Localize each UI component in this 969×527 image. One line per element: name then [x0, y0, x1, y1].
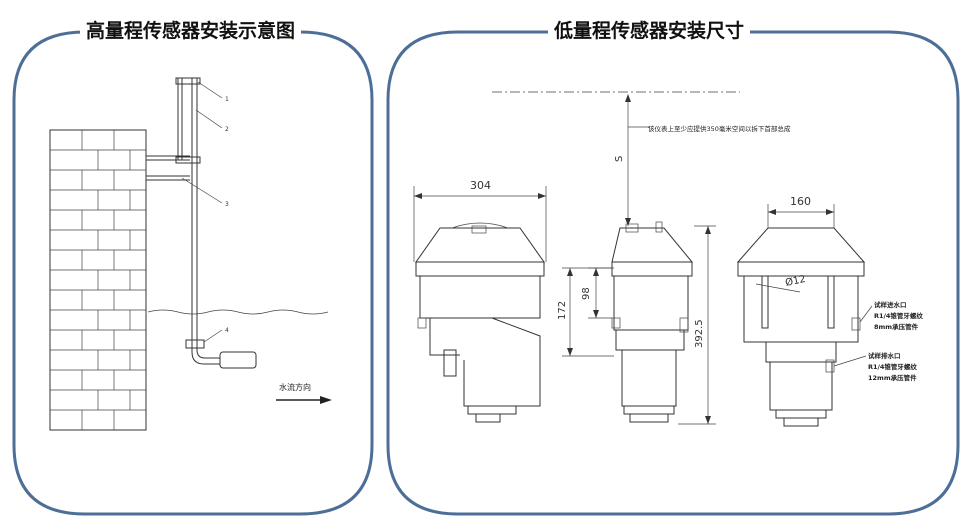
inlet-label-line1: 试样进水口 [874, 300, 907, 309]
dimension-160 [767, 204, 835, 228]
outlet-leader [833, 355, 867, 367]
dimension-160-label: 160 [790, 195, 811, 208]
wall-bracket-lower [146, 175, 190, 181]
callout-1: 1 [225, 96, 229, 103]
dimension-172 [562, 267, 614, 357]
dimension-392-5 [678, 225, 716, 425]
inlet-label-line2: R1/4锥管牙螺纹 [874, 311, 923, 320]
dimension-98 [588, 267, 612, 319]
dimension-304-label: 304 [470, 179, 491, 192]
right-panel-title: 低量程传感器安装尺寸 [548, 16, 751, 46]
callout-leaders [181, 81, 223, 343]
flow-direction-label: 水流方向 [279, 382, 311, 392]
dimension-98-label: 98 [581, 287, 592, 300]
right-panel-frame [386, 30, 960, 516]
brick-wall [49, 129, 147, 431]
clearance-dimension [625, 94, 650, 226]
inlet-label-line3: 8mm承压管件 [874, 322, 919, 331]
support-pipe [175, 77, 201, 342]
left-panel-title: 高量程传感器安装示意图 [80, 16, 302, 46]
callout-2: 2 [225, 126, 229, 133]
analyzer-side-view [611, 221, 694, 423]
wall-bracket-upper [146, 155, 190, 161]
dimension-304 [413, 186, 547, 262]
dimension-392-5-label: 392.5 [694, 319, 705, 348]
outlet-label-line3: 12mm承压管件 [868, 373, 917, 382]
analyzer-back-view [736, 227, 866, 427]
left-panel-frame [12, 30, 374, 516]
callout-4: 4 [225, 327, 229, 334]
sensor-probe [185, 339, 257, 369]
outlet-label-line1: 试样排水口 [868, 351, 901, 360]
outlet-label-line2: R1/4锥管牙螺纹 [868, 362, 917, 371]
diameter-label: Ø12 [784, 273, 807, 289]
water-surface [147, 309, 329, 315]
flow-direction-arrow [276, 396, 332, 404]
clearance-s-label: S [614, 156, 625, 162]
callout-3: 3 [225, 201, 229, 208]
analyzer-front-view [415, 222, 545, 423]
inlet-leader [859, 305, 873, 323]
clearance-note: 该仪表上至少应提供350毫米空间以拆下首部总成 [648, 124, 791, 133]
diameter-leader [755, 283, 801, 293]
dimension-172-label: 172 [557, 301, 568, 320]
